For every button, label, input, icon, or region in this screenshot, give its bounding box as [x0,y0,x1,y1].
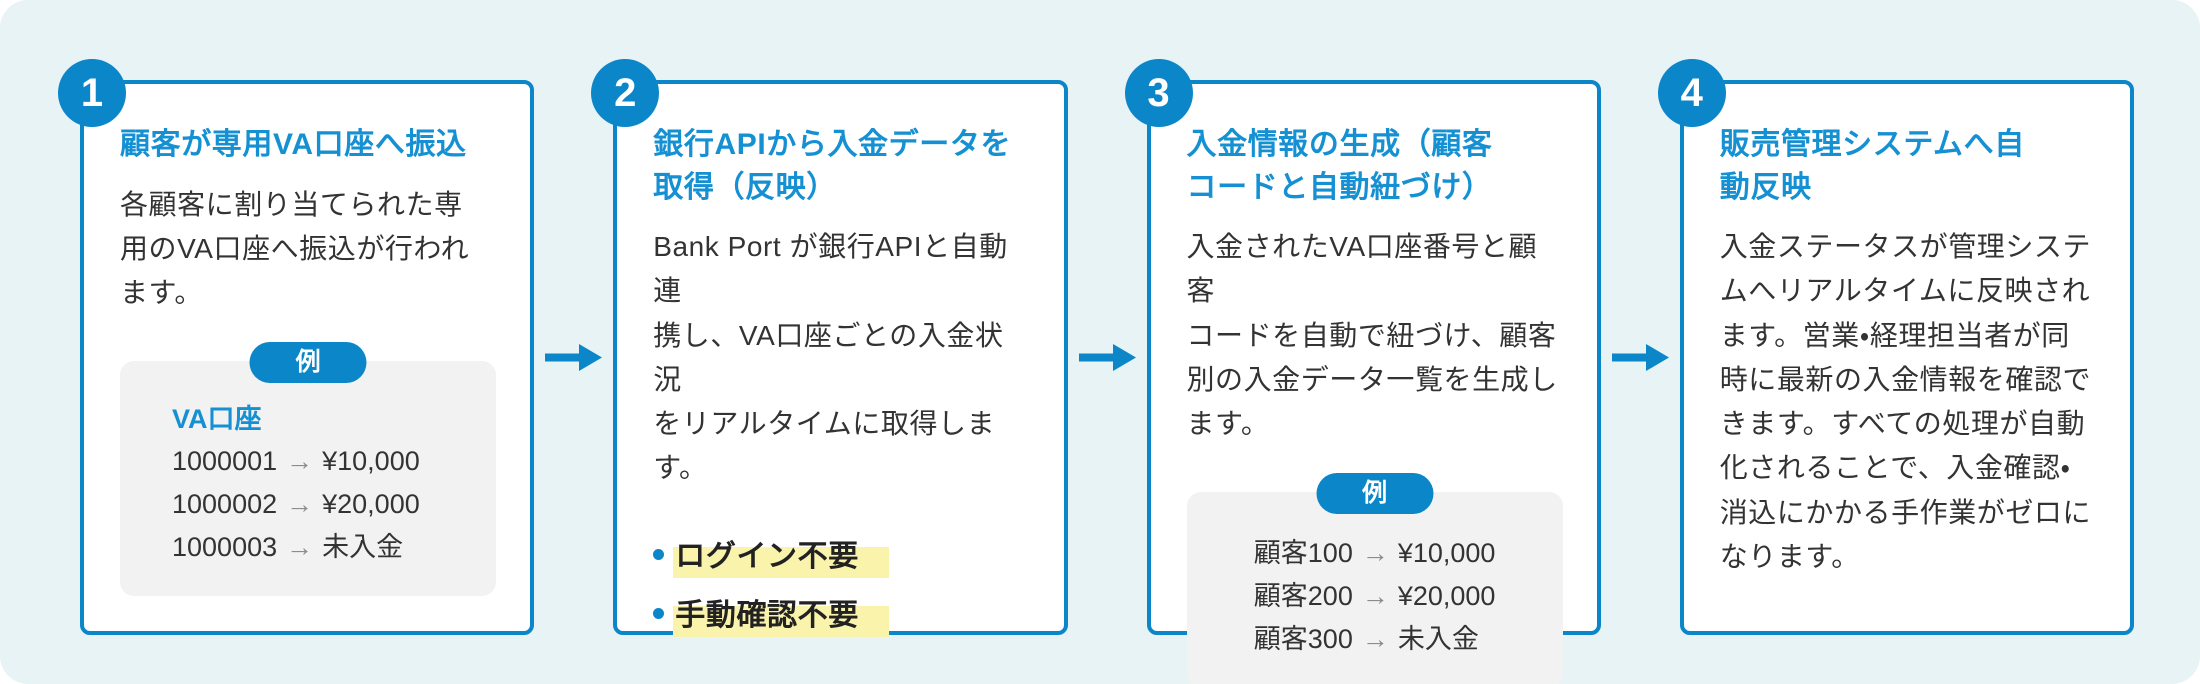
step-2-bullet-list: ログイン不要 手動確認不要 [653,530,1029,637]
example-row: 顧客300 → 未入金 [1254,623,1496,657]
right-arrow-glyph: → [1361,623,1389,654]
example-rows: 顧客100 → ¥10,000 顧客200 → ¥20,000 顧客300 → 未入金 [1254,537,1496,656]
arrow-right-icon [545,344,603,371]
step-3-description: 入金されたVA口座番号と顧客 コードを自動で紐づけ、顧客 別の入金データ一覧を生… [1186,231,1558,440]
row-to: ¥20,000 [322,489,420,520]
step-card-2: 2 銀行APIから入金データを 取得（反映） Bank Port が銀行APIと… [591,59,1068,637]
arrow-right-icon [1611,344,1669,371]
row-to: 未入金 [1397,623,1479,654]
example-label-pill: 例 [249,342,367,384]
step-1-title: 顧客が専用VA口座へ振込 [120,128,467,161]
example-rows: 1000001 → ¥10,000 1000002 → ¥20,000 1000003 →… [146,445,470,564]
flow-connector-1-2 [534,80,613,635]
bullet-dot-icon [653,607,665,619]
step-3-title: 入金情報の生成（顧客 コードと自動紐づけ） [1186,128,1493,204]
flow-connector-3-4 [1601,80,1680,635]
highlighted-text: ログイン不要 [673,530,889,578]
example-label-pill: 例 [1316,473,1434,515]
row-to: ¥20,000 [1397,581,1496,612]
bullet-dot-icon [653,548,665,560]
row-to: ¥10,000 [322,446,420,477]
step-4-description: 入金ステータスが管理システ ムへリアルタイムに反映され ます。営業・経理担当者が… [1719,231,2092,572]
right-arrow-glyph: → [286,489,314,520]
row-from: 1000002 [172,489,278,520]
step-3-example-box: 例 顧客100 → ¥10,000 顧客200 → ¥20,000 顧客300 → 未入金 [1186,473,1563,684]
row-to: 未入金 [322,531,404,562]
step-1-number-badge: 1 [58,59,126,127]
bullet-item: 手動確認不要 [653,589,1029,637]
step-4-title: 販売管理システムへ自 動反映 [1719,128,2025,204]
example-row: 1000003 → 未入金 [172,531,470,565]
step-4-number-badge: 4 [1657,59,1726,127]
row-from: 1000001 [172,446,278,477]
example-row: 顧客100 → ¥10,000 [1254,537,1496,571]
step-card-4: 4 販売管理システムへ自 動反映 入金ステータスが管理システ ムへリアルタイムに… [1657,59,2134,635]
highlighted-text: 手動確認不要 [673,589,889,637]
right-arrow-glyph: → [286,446,314,477]
row-from: 顧客100 [1253,538,1353,569]
example-row: 顧客200 → ¥20,000 [1254,580,1496,614]
example-row: 1000002 → ¥20,000 [172,488,470,522]
step-1-example-box: 例 VA口座 1000001 → ¥10,000 1000002 → ¥20,000 1… [120,342,497,596]
step-1-description: 各顧客に割り当てられた専 用のVA口座へ振込が行われ ます。 [120,188,470,309]
step-2-title: 銀行APIから入金データを 取得（反映） [653,128,1012,204]
arrow-right-icon [1078,344,1136,371]
step-3-number-badge: 3 [1124,59,1193,127]
right-arrow-glyph: → [1361,581,1389,612]
flow-connector-2-3 [1068,80,1147,635]
example-header-va-account: VA口座 [172,404,262,435]
row-to: ¥10,000 [1397,538,1496,569]
row-from: 1000003 [172,531,278,562]
step-card-1: 1 顧客が専用VA口座へ振込 各顧客に割り当てられた専 用のVA口座へ振込が行わ… [58,59,535,635]
bullet-item: ログイン不要 [653,530,1029,578]
step-2-number-badge: 2 [591,59,660,127]
step-card-3: 3 入金情報の生成（顧客 コードと自動紐づけ） 入金されたVA口座番号と顧客 コ… [1124,59,1601,684]
row-from: 顧客300 [1253,623,1353,654]
step-2-description: Bank Port が銀行APIと自動連 携し、VA口座ごとの入金状況 をリアル… [653,231,1008,484]
right-arrow-glyph: → [1361,538,1389,569]
right-arrow-glyph: → [286,531,314,562]
example-row: 1000001 → ¥10,000 [172,445,470,479]
row-from: 顧客200 [1253,581,1353,612]
